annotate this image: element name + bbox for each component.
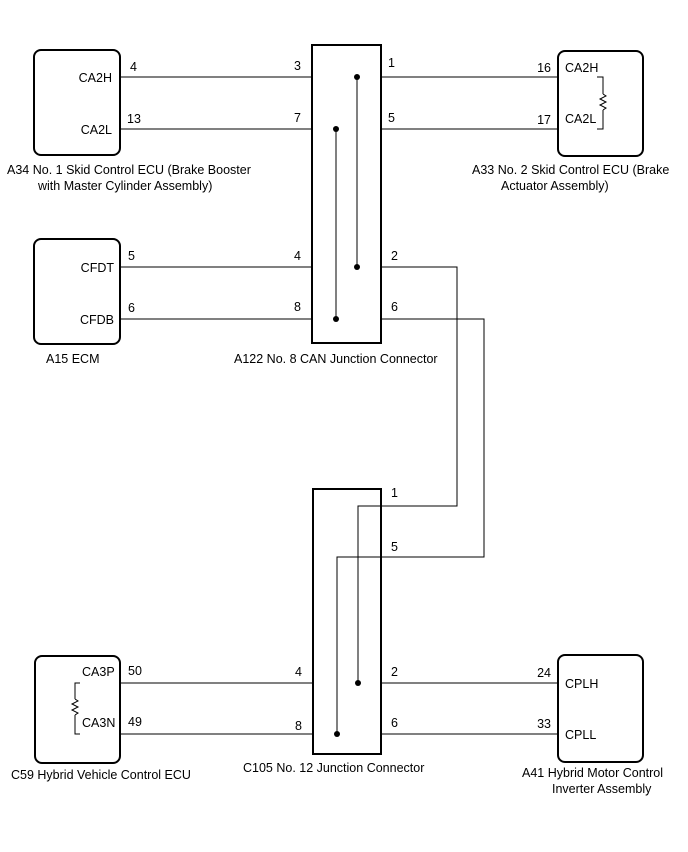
a122-pin-number: 5	[388, 111, 395, 125]
c105-component-label: C105 No. 12 Junction Connector	[243, 761, 424, 775]
a33-terminating-resistor	[597, 76, 608, 130]
c59-pin-ca3n-label: CA3N	[82, 716, 115, 730]
c105-box	[312, 488, 382, 755]
c59-pin-number: 50	[128, 664, 142, 678]
a34-ecu-box	[33, 49, 121, 156]
resistor-lead	[597, 76, 604, 94]
junction-dot	[333, 316, 339, 322]
a41-component-label: A41 Hybrid Motor Control	[522, 766, 663, 780]
c105-pin-number: 8	[295, 719, 302, 733]
c59-terminating-resistor	[70, 682, 80, 735]
a33-ecu-box	[557, 50, 644, 157]
a41-pin-cpll-label: CPLL	[565, 728, 596, 742]
c59-pin-ca3p-label: CA3P	[82, 665, 115, 679]
a41-pin-number: 24	[537, 666, 551, 680]
resistor-lead	[74, 715, 80, 735]
a122-pin-number: 4	[294, 249, 301, 263]
a122-pin-number: 2	[391, 249, 398, 263]
a122-pin-number: 3	[294, 59, 301, 73]
a33-pin-ca2l-label: CA2L	[565, 112, 596, 126]
a33-component-label: A33 No. 2 Skid Control ECU (Brake	[472, 163, 669, 177]
a122-box	[311, 44, 382, 344]
a122-component-label: A122 No. 8 CAN Junction Connector	[234, 352, 438, 366]
c105-pin-number: 6	[391, 716, 398, 730]
a15-pin-number: 5	[128, 249, 135, 263]
resistor-lead	[597, 110, 604, 130]
c105-pin-number: 4	[295, 665, 302, 679]
a15-pin-number: 6	[128, 301, 135, 315]
junction-dot	[334, 731, 340, 737]
c105-bus-high	[357, 505, 382, 683]
wire-cfdb-route	[120, 318, 485, 558]
a34-pin-ca2h-label: CA2H	[79, 71, 112, 85]
resistor-lead	[74, 682, 80, 699]
c105-bus-low	[336, 556, 382, 734]
a122-pin-number: 6	[391, 300, 398, 314]
a41-pin-number: 33	[537, 717, 551, 731]
a122-pin-number: 7	[294, 111, 301, 125]
junction-dot	[333, 126, 339, 132]
a33-pin-number: 17	[537, 113, 551, 127]
c105-pin-number: 1	[391, 486, 398, 500]
a15-ecm-box	[33, 238, 121, 345]
a41-component-label-line2: Inverter Assembly	[552, 782, 652, 796]
c59-component-label: C59 Hybrid Vehicle Control ECU	[11, 768, 191, 782]
c105-junction-connector	[312, 488, 382, 755]
resistor-symbol	[70, 698, 80, 716]
a33-pin-ca2h-label: CA2H	[565, 61, 598, 75]
a33-pin-number: 16	[537, 61, 551, 75]
c59-pin-number: 49	[128, 715, 142, 729]
junction-dot	[355, 680, 361, 686]
a34-component-label: A34 No. 1 Skid Control ECU (Brake Booste…	[7, 163, 251, 177]
a41-pin-cplh-label: CPLH	[565, 677, 598, 691]
a34-component-label-line2: with Master Cylinder Assembly)	[37, 179, 212, 193]
c105-pin-number: 2	[391, 665, 398, 679]
resistor-symbol	[598, 93, 608, 111]
c105-pin-number: 5	[391, 540, 398, 554]
c59-ecu-box	[34, 655, 121, 764]
a34-pin-number: 13	[127, 112, 141, 126]
a122-pin-number: 8	[294, 300, 301, 314]
junction-dot	[354, 264, 360, 270]
a33-component-label-line2: Actuator Assembly)	[501, 179, 609, 193]
a122-junction-connector	[311, 44, 382, 344]
a41-inverter-box	[557, 654, 644, 763]
a34-pin-ca2l-label: CA2L	[81, 123, 112, 137]
a34-pin-number: 4	[130, 60, 137, 74]
a15-component-label: A15 ECM	[46, 352, 100, 366]
junction-dot	[354, 74, 360, 80]
a122-pin-number: 1	[388, 56, 395, 70]
a15-pin-cfdt-label: CFDT	[81, 261, 115, 275]
wire-cfdt-route	[120, 266, 458, 507]
a15-pin-cfdb-label: CFDB	[80, 313, 114, 327]
